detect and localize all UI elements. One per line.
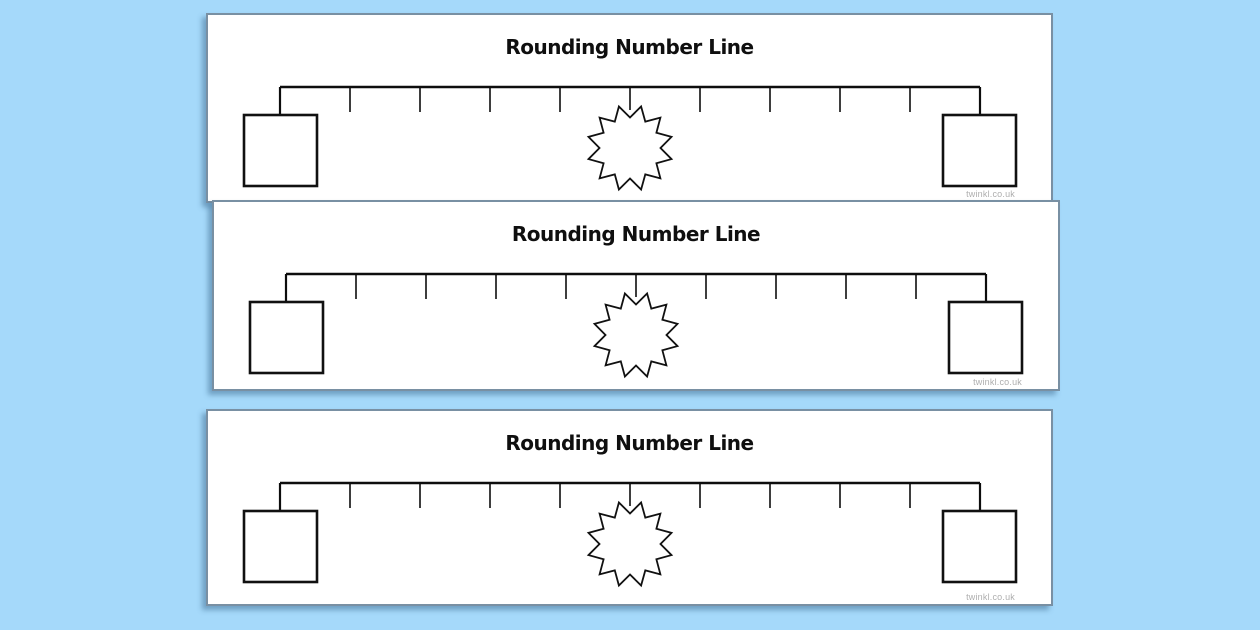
answer-box-left xyxy=(248,300,325,375)
number-line-graphic xyxy=(242,85,1018,192)
watermark: twinkl.co.uk xyxy=(966,189,1015,199)
answer-box-right xyxy=(947,300,1024,375)
card-title: Rounding Number Line xyxy=(505,431,754,455)
midpoint-star-icon xyxy=(586,104,674,192)
worksheet-card: Rounding Number Line twinkl.co.uk xyxy=(206,409,1053,606)
worksheet-card: Rounding Number Line twinkl.co.uk xyxy=(206,13,1053,203)
answer-box-left xyxy=(242,509,319,584)
answer-box-left xyxy=(242,113,319,188)
midpoint-star-icon xyxy=(592,291,680,379)
midpoint-star-icon xyxy=(586,500,674,588)
worksheet-card: Rounding Number Line twinkl.co.uk xyxy=(212,200,1060,391)
number-line-graphic xyxy=(242,481,1018,588)
watermark: twinkl.co.uk xyxy=(973,377,1022,387)
answer-box-right xyxy=(941,113,1018,188)
answer-box-right xyxy=(941,509,1018,584)
card-title: Rounding Number Line xyxy=(511,222,761,246)
card-title: Rounding Number Line xyxy=(505,35,754,59)
number-line-graphic xyxy=(248,272,1024,379)
watermark: twinkl.co.uk xyxy=(966,592,1015,602)
